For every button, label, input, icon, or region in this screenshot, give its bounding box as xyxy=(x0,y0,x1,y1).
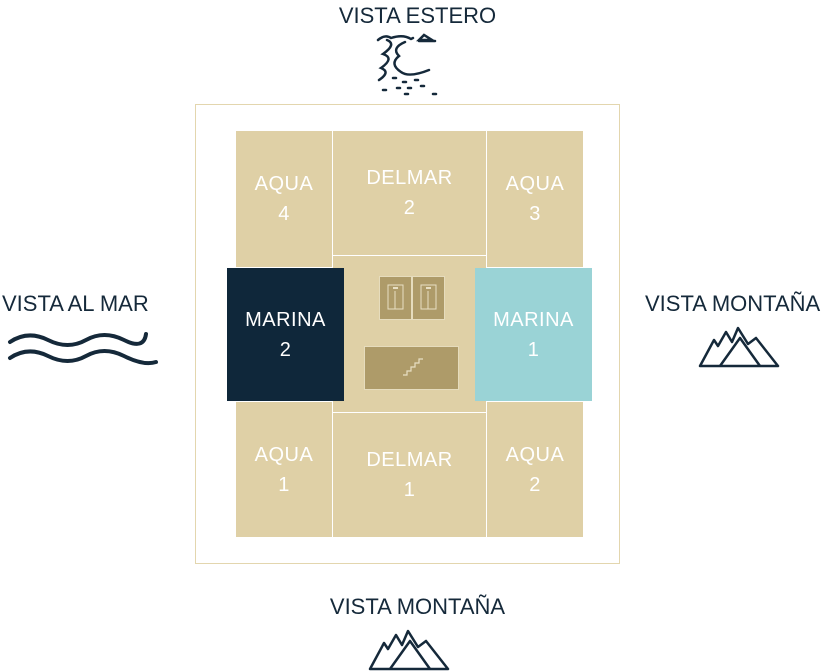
stairs-icon xyxy=(403,358,423,376)
unit-marina-1[interactable]: MARINA 1 xyxy=(475,268,592,401)
view-label-bottom: VISTA MONTAÑA xyxy=(329,594,506,619)
unit-name: AQUA xyxy=(254,443,314,466)
unit-aqua-3[interactable]: AQUA 3 xyxy=(487,131,583,267)
unit-name: AQUA xyxy=(505,443,565,466)
unit-name: DELMAR xyxy=(366,449,453,471)
mountain-icon xyxy=(698,326,780,368)
estuary-icon xyxy=(376,33,438,96)
unit-number: 1 xyxy=(527,338,540,361)
unit-aqua-4[interactable]: AQUA 4 xyxy=(236,131,332,267)
unit-name: MARINA xyxy=(493,308,574,331)
unit-name: AQUA xyxy=(505,173,565,195)
view-label-top: VISTA ESTERO xyxy=(338,3,497,28)
unit-number: 4 xyxy=(278,203,290,225)
unit-aqua-1[interactable]: AQUA 1 xyxy=(236,402,332,537)
unit-number: 2 xyxy=(529,473,541,496)
unit-aqua-2[interactable]: AQUA 2 xyxy=(487,402,583,537)
unit-number: 3 xyxy=(529,203,541,225)
elevator-doors-icon xyxy=(387,284,437,310)
view-label-left: VISTA AL MAR xyxy=(2,291,149,316)
unit-delmar-2[interactable]: DELMAR 2 xyxy=(333,131,486,255)
unit-marina-2[interactable]: MARINA 2 xyxy=(227,268,344,401)
unit-number: 2 xyxy=(403,197,416,219)
unit-name: DELMAR xyxy=(366,167,453,189)
unit-delmar-1[interactable]: DELMAR 1 xyxy=(333,413,486,537)
unit-name: AQUA xyxy=(254,173,314,195)
mountain-icon xyxy=(368,629,450,671)
unit-name: MARINA xyxy=(245,308,326,331)
unit-number: 1 xyxy=(403,479,416,501)
view-label-right: VISTA MONTAÑA xyxy=(645,291,821,316)
unit-number: 2 xyxy=(279,338,292,361)
unit-number: 1 xyxy=(278,473,290,496)
building-outline xyxy=(195,104,620,564)
waves-icon xyxy=(8,332,158,366)
